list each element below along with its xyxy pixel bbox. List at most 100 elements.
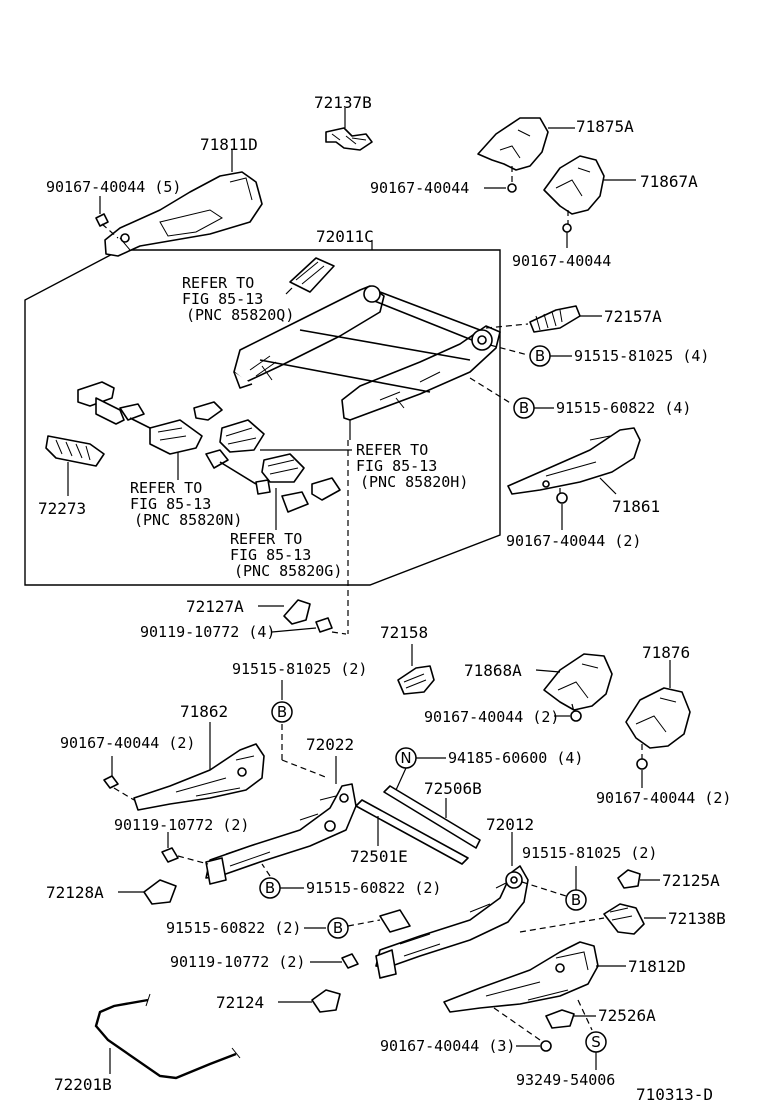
label-ref1-line1: REFER TO <box>182 274 254 292</box>
marker-B-91515-81025-2b: B <box>521 866 587 911</box>
part-72138B <box>519 903 666 935</box>
label-91515-81025-2a: 91515-81025 (2) <box>232 660 367 678</box>
label-91515-60822-2b: 91515-60822 (2) <box>166 919 301 937</box>
label-72201B: 72201B <box>54 1075 112 1094</box>
label-72273: 72273 <box>38 499 86 518</box>
part-motors-inside-box <box>77 381 341 513</box>
label-72526A: 72526A <box>598 1006 656 1025</box>
label-90167-40044-2d: 90167-40044 (2) <box>596 789 731 807</box>
label-71811D: 71811D <box>200 135 258 154</box>
part-90167-40044-3 <box>516 1040 552 1052</box>
part-71868A <box>535 653 613 722</box>
part-72526A <box>545 1009 596 1029</box>
label-93249-54006: 93249-54006 <box>516 1071 615 1089</box>
marker-S: S <box>577 999 607 1070</box>
label-ref1-line3: (PNC 85820Q) <box>186 306 294 324</box>
svg-text:B: B <box>277 703 287 721</box>
label-71867A: 71867A <box>640 172 698 191</box>
label-71868A: 71868A <box>464 661 522 680</box>
label-ref4-line1: REFER TO <box>230 530 302 548</box>
label-90167-40044-2a: 90167-40044 (2) <box>506 532 641 550</box>
part-90119-10772-2b <box>310 953 359 969</box>
label-ref3-line2: FIG 85-13 <box>130 495 211 513</box>
label-ref1-line2: FIG 85-13 <box>182 290 263 308</box>
label-90119-10772-4: 90119-10772 (4) <box>140 623 275 641</box>
label-91515-60822-2a: 91515-60822 (2) <box>306 879 441 897</box>
label-90167-40044-b: 90167-40044 <box>512 252 611 270</box>
label-71875A: 71875A <box>576 117 634 136</box>
part-71862 <box>103 722 265 811</box>
svg-text:B: B <box>519 399 529 417</box>
part-72011C-frame <box>233 257 501 440</box>
assembly-frame <box>24 249 501 586</box>
marker-B-91515-60822-2a: B <box>259 863 304 899</box>
label-72124: 72124 <box>216 993 264 1012</box>
svg-text:B: B <box>265 879 275 897</box>
part-71811D <box>95 150 263 257</box>
label-90167-40044-3: 90167-40044 (3) <box>380 1037 515 1055</box>
part-72273 <box>45 435 105 496</box>
label-72137B: 72137B <box>314 93 372 112</box>
label-ref2-line3: (PNC 85820H) <box>360 473 468 491</box>
marker-B-91515-60822-4: B <box>469 377 554 419</box>
part-71812D <box>443 941 626 1041</box>
part-72157A <box>485 305 602 333</box>
label-ref4-line3: (PNC 85820G) <box>234 562 342 580</box>
labels: 72137B 71811D 71875A 71867A 90167-40044 … <box>38 93 731 1104</box>
label-90167-40044-2c: 90167-40044 (2) <box>60 734 195 752</box>
label-71812D: 71812D <box>628 957 686 976</box>
label-72011C: 72011C <box>316 227 374 246</box>
marker-B-91515-60822-2b: B <box>304 917 381 939</box>
part-71867A <box>543 155 636 248</box>
marker-N: N <box>395 747 446 791</box>
label-72012: 72012 <box>486 815 534 834</box>
label-72022: 72022 <box>306 735 354 754</box>
label-90119-10772-2b: 90119-10772 (2) <box>170 953 305 971</box>
label-72506B: 72506B <box>424 779 482 798</box>
label-72501E: 72501E <box>350 847 408 866</box>
label-90167-40044-5: 90167-40044 (5) <box>46 178 181 196</box>
label-72157A: 72157A <box>604 307 662 326</box>
label-71861: 71861 <box>612 497 660 516</box>
svg-text:B: B <box>535 347 545 365</box>
figure-number: 710313-D <box>636 1085 713 1104</box>
part-71861 <box>507 427 641 530</box>
part-72124 <box>278 989 341 1013</box>
label-ref3-line3: (PNC 85820N) <box>134 511 242 529</box>
label-ref2-line2: FIG 85-13 <box>356 457 437 475</box>
label-72128A: 72128A <box>46 883 104 902</box>
svg-text:N: N <box>400 749 411 767</box>
svg-text:S: S <box>591 1033 601 1051</box>
part-72137B <box>325 108 373 151</box>
part-71876 <box>625 660 691 788</box>
label-72138B: 72138B <box>668 909 726 928</box>
part-72127A <box>258 599 347 635</box>
label-ref4-line2: FIG 85-13 <box>230 546 311 564</box>
label-91515-60822-4: 91515-60822 (4) <box>556 399 691 417</box>
part-90119-10772-2a <box>161 832 209 865</box>
part-72012 <box>375 832 529 979</box>
label-91515-81025-2b: 91515-81025 (2) <box>522 844 657 862</box>
svg-text:B: B <box>571 891 581 909</box>
label-90119-10772-2a: 90119-10772 (2) <box>114 816 249 834</box>
part-72128A <box>118 879 177 905</box>
part-72158 <box>397 644 435 695</box>
label-90167-40044-a: 90167-40044 <box>370 179 469 197</box>
label-94185-60600-4: 94185-60600 (4) <box>448 749 583 767</box>
label-90167-40044-2b: 90167-40044 (2) <box>424 708 559 726</box>
marker-B-91515-81025-2a: B <box>271 680 329 779</box>
label-ref3-line1: REFER TO <box>130 479 202 497</box>
label-ref2-line1: REFER TO <box>356 441 428 459</box>
marker-B-91515-81025-4: B <box>489 344 572 367</box>
label-72127A: 72127A <box>186 597 244 616</box>
part-71875A <box>477 117 575 193</box>
part-72125A <box>617 869 660 889</box>
part-72506B <box>383 785 481 849</box>
label-71862: 71862 <box>180 702 228 721</box>
label-91515-81025-4: 91515-81025 (4) <box>574 347 709 365</box>
svg-text:B: B <box>333 919 343 937</box>
label-72125A: 72125A <box>662 871 720 890</box>
part-72501E <box>355 799 469 865</box>
